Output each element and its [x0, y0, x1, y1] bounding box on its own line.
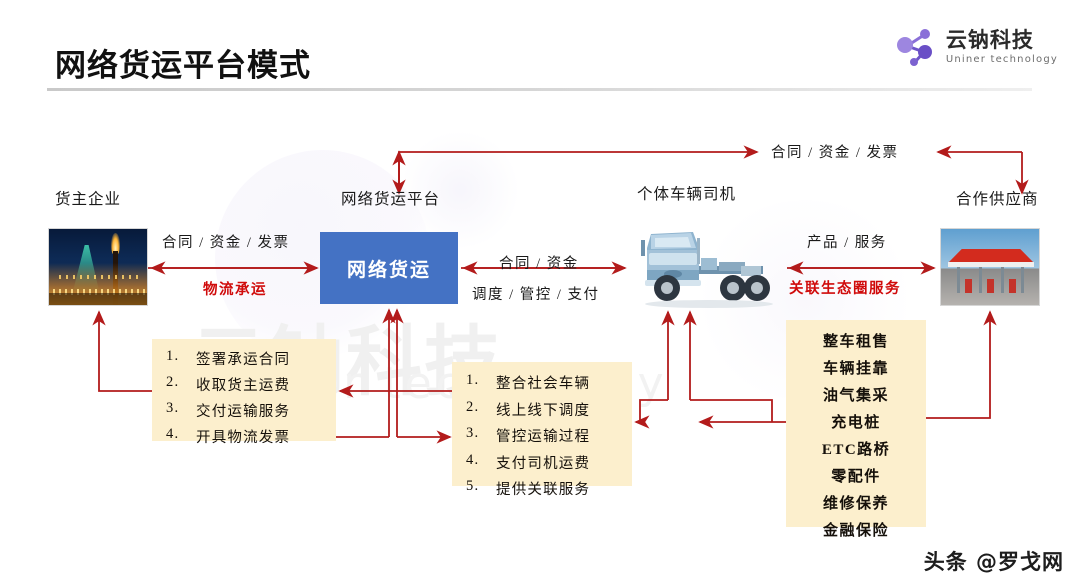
list-item: 3. 管控运输过程 — [466, 425, 632, 446]
list-item: 油气集采 — [822, 388, 889, 404]
list-item-label: 收取货主运费 — [196, 378, 291, 394]
station-column — [1001, 267, 1004, 293]
station-column — [979, 267, 982, 293]
plant-base — [49, 293, 147, 305]
platform-node-box[interactable]: 网络货运 — [320, 232, 458, 304]
plant-lights — [59, 275, 139, 279]
node-label-platform: 网络货运平台 — [341, 191, 441, 208]
list-item-label: 交付运输服务 — [196, 404, 291, 420]
page-title: 网络货运平台模式 — [55, 48, 311, 84]
title-divider — [47, 88, 1032, 91]
node-label-driver: 个体车辆司机 — [637, 186, 737, 203]
list-item-number: 5. — [466, 478, 480, 494]
flow-label-platform-driver-below: 调度 / 管控 / 支付 — [472, 287, 600, 303]
list-item-label: 开具物流发票 — [196, 430, 291, 446]
brand-logo: 云钠科技 Uniner technology — [894, 20, 1058, 74]
list-item: 2. 线上线下调度 — [466, 399, 632, 420]
flow-label-platform-driver-above: 合同 / 资金 — [499, 256, 579, 272]
station-column — [1021, 267, 1024, 293]
shipper-responsibility-list: 1. 签署承运合同 2. 收取货主运费 3. 交付运输服务 4. 开具物流发票 — [152, 339, 336, 446]
list-item: 4. 开具物流发票 — [166, 426, 336, 447]
station-pump — [965, 279, 972, 293]
list-item: 5. 提供关联服务 — [466, 478, 632, 499]
list: 1. 整合社会车辆 2. 线上线下调度 3. 管控运输过程 4. 支付司机运费 … — [466, 372, 632, 499]
flow-label-driver-supplier-above: 产品 / 服务 — [807, 235, 887, 251]
plant-flare — [111, 233, 120, 255]
list-item-label: 签署承运合同 — [196, 352, 291, 368]
list-item: 充电桩 — [831, 415, 881, 431]
list-item: 1. 签署承运合同 — [166, 348, 336, 369]
station-column — [957, 267, 960, 293]
supplier-image — [940, 228, 1040, 306]
driver-truck-image — [641, 232, 773, 308]
supplier-services-list: 整车租售 车辆挂靠 油气集采 充电桩 ETC路桥 零配件 维修保养 金融保险 — [786, 320, 926, 539]
platform-responsibility-list: 1. 整合社会车辆 2. 线上线下调度 3. 管控运输过程 4. 支付司机运费 … — [452, 362, 632, 498]
arrow-shipperlist-to-shipper — [92, 310, 152, 392]
list-item: 4. 支付司机运费 — [466, 452, 632, 473]
list-item: 2. 收取货主运费 — [166, 374, 336, 395]
station-pump — [1009, 279, 1016, 293]
list-item-label: 提供关联服务 — [496, 482, 591, 498]
station-canopy-edge — [948, 262, 1034, 267]
list-item-number: 1. — [466, 372, 480, 388]
station-pump — [987, 279, 994, 293]
brand-name-cn: 云钠科技 — [945, 27, 1034, 52]
list-item-number: 4. — [166, 426, 180, 442]
list-item: 3. 交付运输服务 — [166, 400, 336, 421]
list-item: 维修保养 — [822, 496, 889, 512]
flow-label-top-center: 合同 / 资金 / 发票 — [771, 145, 899, 161]
flow-label-shipper-platform-above: 合同 / 资金 / 发票 — [162, 235, 290, 251]
list-item: ETC路桥 — [821, 442, 891, 458]
list-item-label: 管控运输过程 — [496, 429, 591, 445]
list-item-label: 整合社会车辆 — [496, 376, 591, 392]
list-item: 1. 整合社会车辆 — [466, 372, 632, 393]
list-item-number: 3. — [466, 425, 480, 441]
list-item-number: 3. — [166, 400, 180, 416]
plant-lights — [53, 289, 145, 295]
shipper-image — [48, 228, 148, 306]
molecule-node-icon — [896, 29, 932, 66]
flow-label-driver-supplier-below: 关联生态圈服务 — [789, 281, 901, 297]
list-item: 车辆挂靠 — [822, 361, 889, 377]
list-item-number: 2. — [466, 398, 480, 415]
node-label-supplier: 合作供应商 — [956, 191, 1039, 208]
node-label-shipper: 货主企业 — [55, 191, 122, 208]
flow-label-shipper-platform-below: 物流承运 — [203, 282, 267, 298]
list-item-number: 2. — [166, 374, 180, 390]
list-item: 整车租售 — [822, 334, 889, 350]
station-canopy — [948, 249, 1034, 263]
list-item-number: 1. — [166, 348, 180, 364]
arrow-right-leg-a — [639, 399, 668, 422]
source-watermark: 头条 @罗戈网 — [923, 550, 1064, 574]
brand-logo-text: 云钠科技 Uniner technology — [945, 27, 1058, 65]
list: 1. 签署承运合同 2. 收取货主运费 3. 交付运输服务 4. 开具物流发票 — [166, 348, 336, 447]
list-item: 金融保险 — [822, 523, 889, 539]
list-item-label: 线上线下调度 — [496, 402, 591, 419]
list-item-label: 支付司机运费 — [496, 455, 591, 472]
list-item-number: 4. — [466, 451, 480, 468]
brand-name-en: Uniner technology — [945, 53, 1058, 65]
arrow-supplierlist-to-supplier — [926, 310, 997, 419]
list-item: 零配件 — [831, 469, 881, 485]
arrow-right-leg-b — [690, 399, 773, 422]
